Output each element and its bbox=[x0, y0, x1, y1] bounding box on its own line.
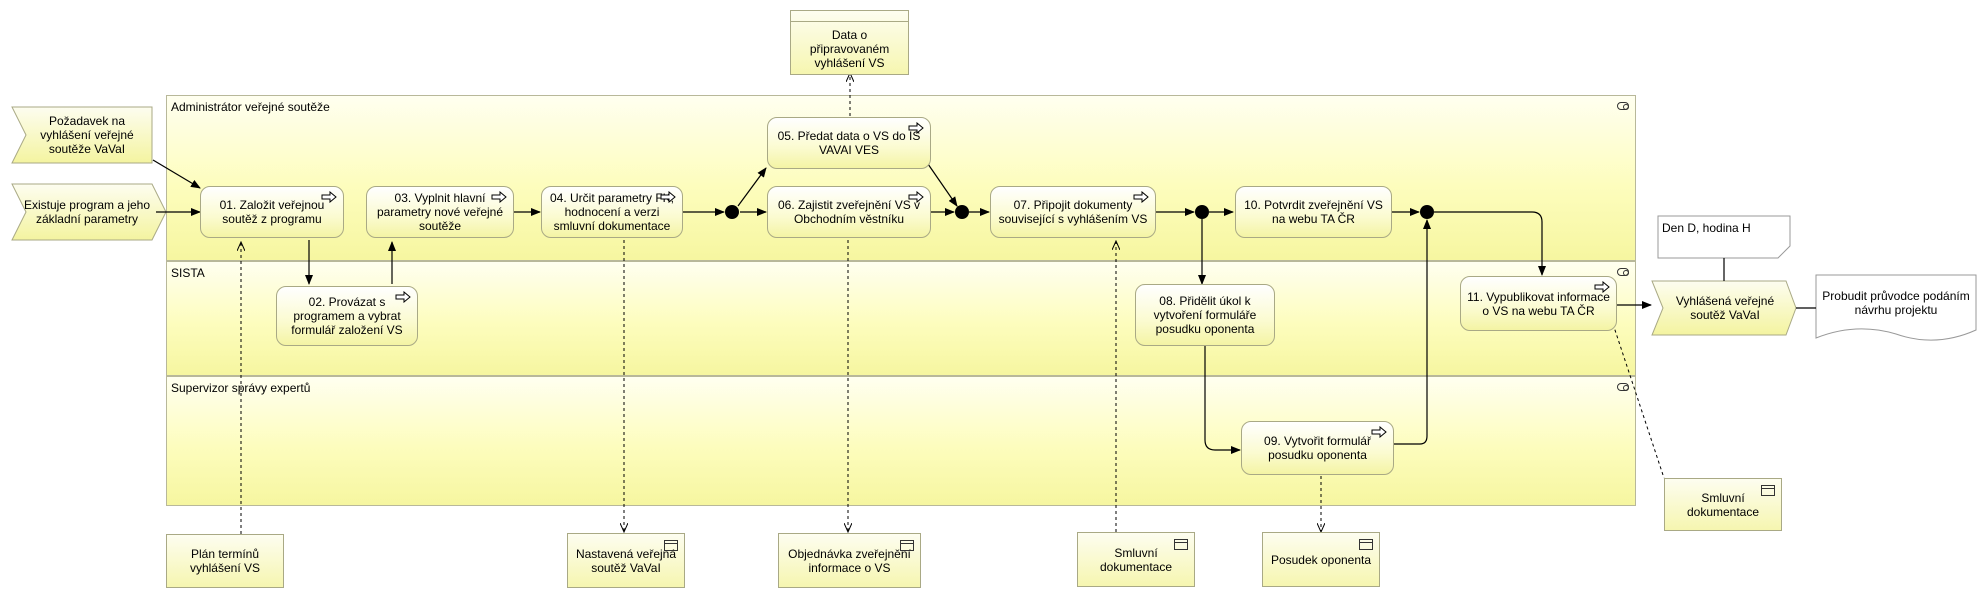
data-object-prepared-announcement[interactable]: Data o připravovaném vyhlášení VS bbox=[790, 10, 909, 75]
document-icon bbox=[1174, 539, 1188, 550]
process-label: 09. Vytvořit formulář posudku oponenta bbox=[1264, 434, 1371, 462]
process-arrow-icon bbox=[395, 291, 411, 303]
data-object-label: Data o připravovaném vyhlášení VS bbox=[809, 28, 890, 70]
process-label: 10. Potvrdit zveřejnění VS na webu TA ČR bbox=[1244, 198, 1383, 226]
lane-collapse-icon[interactable] bbox=[1617, 268, 1629, 276]
start-event-program[interactable]: Existuje program a jeho základní paramet… bbox=[23, 198, 151, 226]
document-icon bbox=[1359, 539, 1373, 550]
process-label: 05. Předat data o VS do IS VAVAI VES bbox=[777, 129, 921, 157]
process-05[interactable]: 05. Předat data o VS do IS VAVAI VES bbox=[767, 117, 931, 169]
process-arrow-icon bbox=[1371, 426, 1387, 438]
junction bbox=[955, 205, 969, 219]
data-object-label: Plán termínů vyhlášení VS bbox=[189, 547, 261, 575]
data-object-bar bbox=[791, 11, 908, 22]
data-object-opponent-review[interactable]: Posudek oponenta bbox=[1262, 532, 1380, 587]
event-shape bbox=[11, 183, 167, 241]
process-06[interactable]: 06. Zajistit zveřejnění VS v Obchodním v… bbox=[767, 186, 931, 238]
process-arrow-icon bbox=[908, 191, 924, 203]
annotation-wake-wizard: Probudit průvodce podáním návrhu projekt… bbox=[1822, 289, 1970, 317]
end-event-announced[interactable]: Vyhlášená veřejné soutěž VaVaI bbox=[1675, 294, 1775, 322]
start-event-request[interactable]: Požadavek na vyhlášení veřejné soutěže V… bbox=[40, 114, 134, 156]
junction bbox=[1195, 205, 1209, 219]
process-07[interactable]: 07. Připojit dokumenty související s vyh… bbox=[990, 186, 1156, 238]
document-icon bbox=[664, 540, 678, 551]
lane-title: Administrátor veřejné soutěže bbox=[171, 100, 330, 114]
junction bbox=[725, 205, 739, 219]
process-label: 07. Připojit dokumenty související s vyh… bbox=[998, 198, 1148, 226]
data-object-configured-competition[interactable]: Nastavená veřejná soutěž VaVaI bbox=[567, 533, 685, 588]
data-object-schedule[interactable]: Plán termínů vyhlášení VS bbox=[166, 534, 284, 588]
process-03[interactable]: 03. Vyplnit hlavní parametry nové veřejn… bbox=[366, 186, 514, 238]
annotation-shape bbox=[1657, 215, 1791, 259]
lane-title: SISTA bbox=[171, 266, 205, 280]
data-object-label: Smluvní dokumentace bbox=[1099, 545, 1173, 574]
process-04[interactable]: 04. Určit parametry FK, hodnocení a verz… bbox=[541, 186, 683, 238]
event-shape bbox=[1651, 280, 1797, 336]
process-11[interactable]: 11. Vypublikovat informace o VS na webu … bbox=[1460, 276, 1617, 331]
data-object-label: Smluvní dokumentace bbox=[1686, 490, 1760, 519]
process-arrow-icon bbox=[660, 191, 676, 203]
document-icon bbox=[1761, 485, 1775, 496]
data-object-order[interactable]: Objednávka zveřejnění informace o VS bbox=[778, 533, 921, 588]
process-label: 04. Určit parametry FK, hodnocení a verz… bbox=[549, 191, 675, 233]
process-label: 06. Zajistit zveřejnění VS v Obchodním v… bbox=[777, 198, 921, 226]
process-label: 03. Vyplnit hlavní parametry nové veřejn… bbox=[376, 191, 504, 233]
process-01[interactable]: 01. Založit veřejnou soutěž z programu bbox=[200, 186, 344, 238]
process-09[interactable]: 09. Vytvořit formulář posudku oponenta bbox=[1241, 421, 1394, 475]
junction bbox=[1420, 205, 1434, 219]
process-arrow-icon bbox=[908, 122, 924, 134]
process-label: 01. Založit veřejnou soutěž z programu bbox=[219, 198, 325, 226]
process-arrow-icon bbox=[1133, 191, 1149, 203]
event-shape bbox=[11, 106, 153, 164]
data-object-contract-docs[interactable]: Smluvní dokumentace bbox=[1077, 532, 1195, 587]
process-arrow-icon bbox=[321, 191, 337, 203]
data-object-label: Nastavená veřejná soutěž VaVaI bbox=[575, 546, 677, 575]
process-arrow-icon bbox=[491, 191, 507, 203]
data-object-label: Objednávka zveřejnění informace o VS bbox=[788, 546, 911, 575]
process-label: 02. Provázat s programem a vybrat formul… bbox=[291, 295, 403, 337]
annotation-shape bbox=[1815, 274, 1977, 341]
process-02[interactable]: 02. Provázat s programem a vybrat formul… bbox=[276, 286, 418, 346]
lane-collapse-icon[interactable] bbox=[1617, 383, 1629, 391]
process-label: 08. Přidělit úkol k vytvoření formuláře … bbox=[1153, 294, 1257, 336]
lane-collapse-icon[interactable] bbox=[1617, 102, 1629, 110]
document-icon bbox=[900, 540, 914, 551]
process-10[interactable]: 10. Potvrdit zveřejnění VS na webu TA ČR bbox=[1235, 186, 1392, 238]
process-arrow-icon bbox=[1594, 281, 1610, 293]
annotation-time: Den D, hodina H bbox=[1662, 221, 1751, 235]
process-08[interactable]: 08. Přidělit úkol k vytvoření formuláře … bbox=[1135, 284, 1275, 346]
data-object-contract-docs-2[interactable]: Smluvní dokumentace bbox=[1664, 478, 1782, 531]
data-object-label: Posudek oponenta bbox=[1270, 552, 1372, 567]
process-label: 11. Vypublikovat informace o VS na webu … bbox=[1467, 289, 1610, 318]
